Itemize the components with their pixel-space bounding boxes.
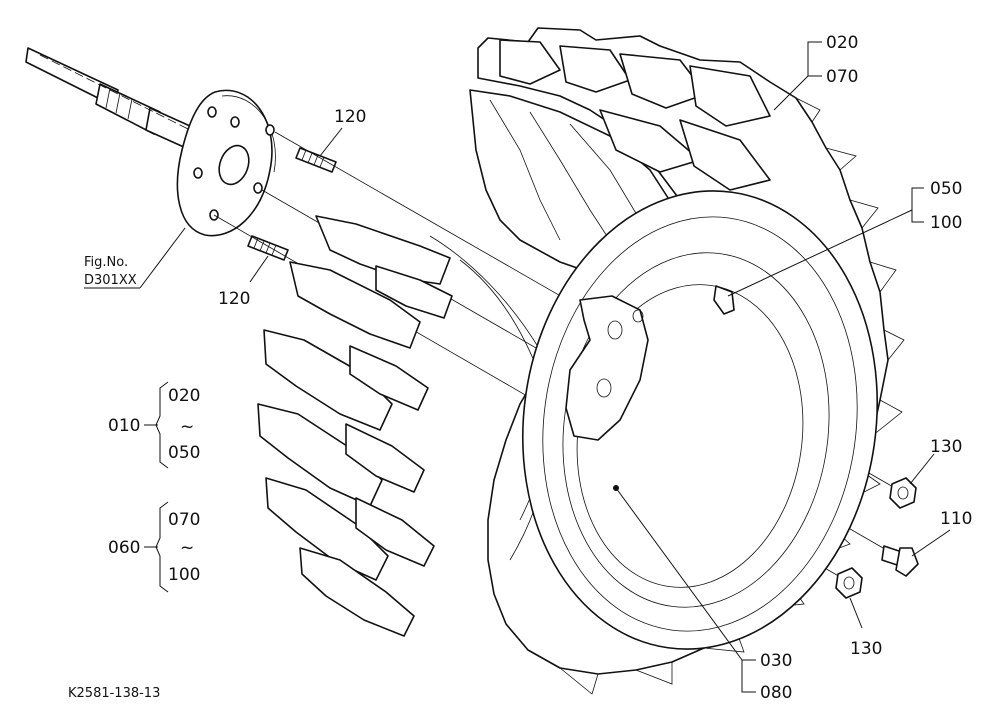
assembly-060-tilde: ~ — [180, 538, 194, 558]
wheel-bolt-110 — [881, 545, 919, 577]
callout-070-tire: 070 — [826, 67, 858, 87]
hub-flange — [176, 89, 276, 237]
callout-120-upper: 120 — [334, 107, 366, 127]
assembly-060-number: 060 — [108, 538, 140, 558]
fig-ref-line1: Fig.No. — [84, 255, 128, 270]
callout-050: 050 — [930, 179, 962, 199]
assembly-060: 060 070 ~ 100 — [108, 501, 200, 593]
wheel-stud-upper — [295, 147, 337, 173]
assembly-010-to: 050 — [168, 443, 200, 463]
callout-110: 110 — [940, 509, 972, 529]
callout-020-tire: 020 — [826, 33, 858, 53]
wheel-stud-lower — [247, 235, 289, 261]
assembly-060-to: 100 — [168, 565, 200, 585]
wheel-nut-130-lower — [835, 567, 863, 599]
diagram-code: K2581-138-13 — [68, 686, 160, 701]
wheel-nut-130-right — [889, 477, 917, 509]
wheel-rim — [521, 190, 879, 650]
callout-130-right: 130 — [930, 437, 962, 457]
figure-reference: Fig.No. D301XX — [84, 227, 186, 289]
assembly-010-number: 010 — [108, 416, 140, 436]
fig-ref-line2: D301XX — [84, 273, 137, 288]
callout-030: 030 — [760, 651, 792, 671]
callout-130-lower: 130 — [850, 639, 882, 659]
assembly-010-tilde: ~ — [180, 417, 194, 437]
callout-120-lower: 120 — [218, 289, 250, 309]
assembly-060-from: 070 — [168, 510, 200, 530]
callout-100: 100 — [930, 213, 962, 233]
assembly-010: 010 020 ~ 050 — [108, 381, 200, 469]
leader-lines — [249, 41, 951, 693]
assembly-010-from: 020 — [168, 386, 200, 406]
callout-080: 080 — [760, 683, 792, 703]
